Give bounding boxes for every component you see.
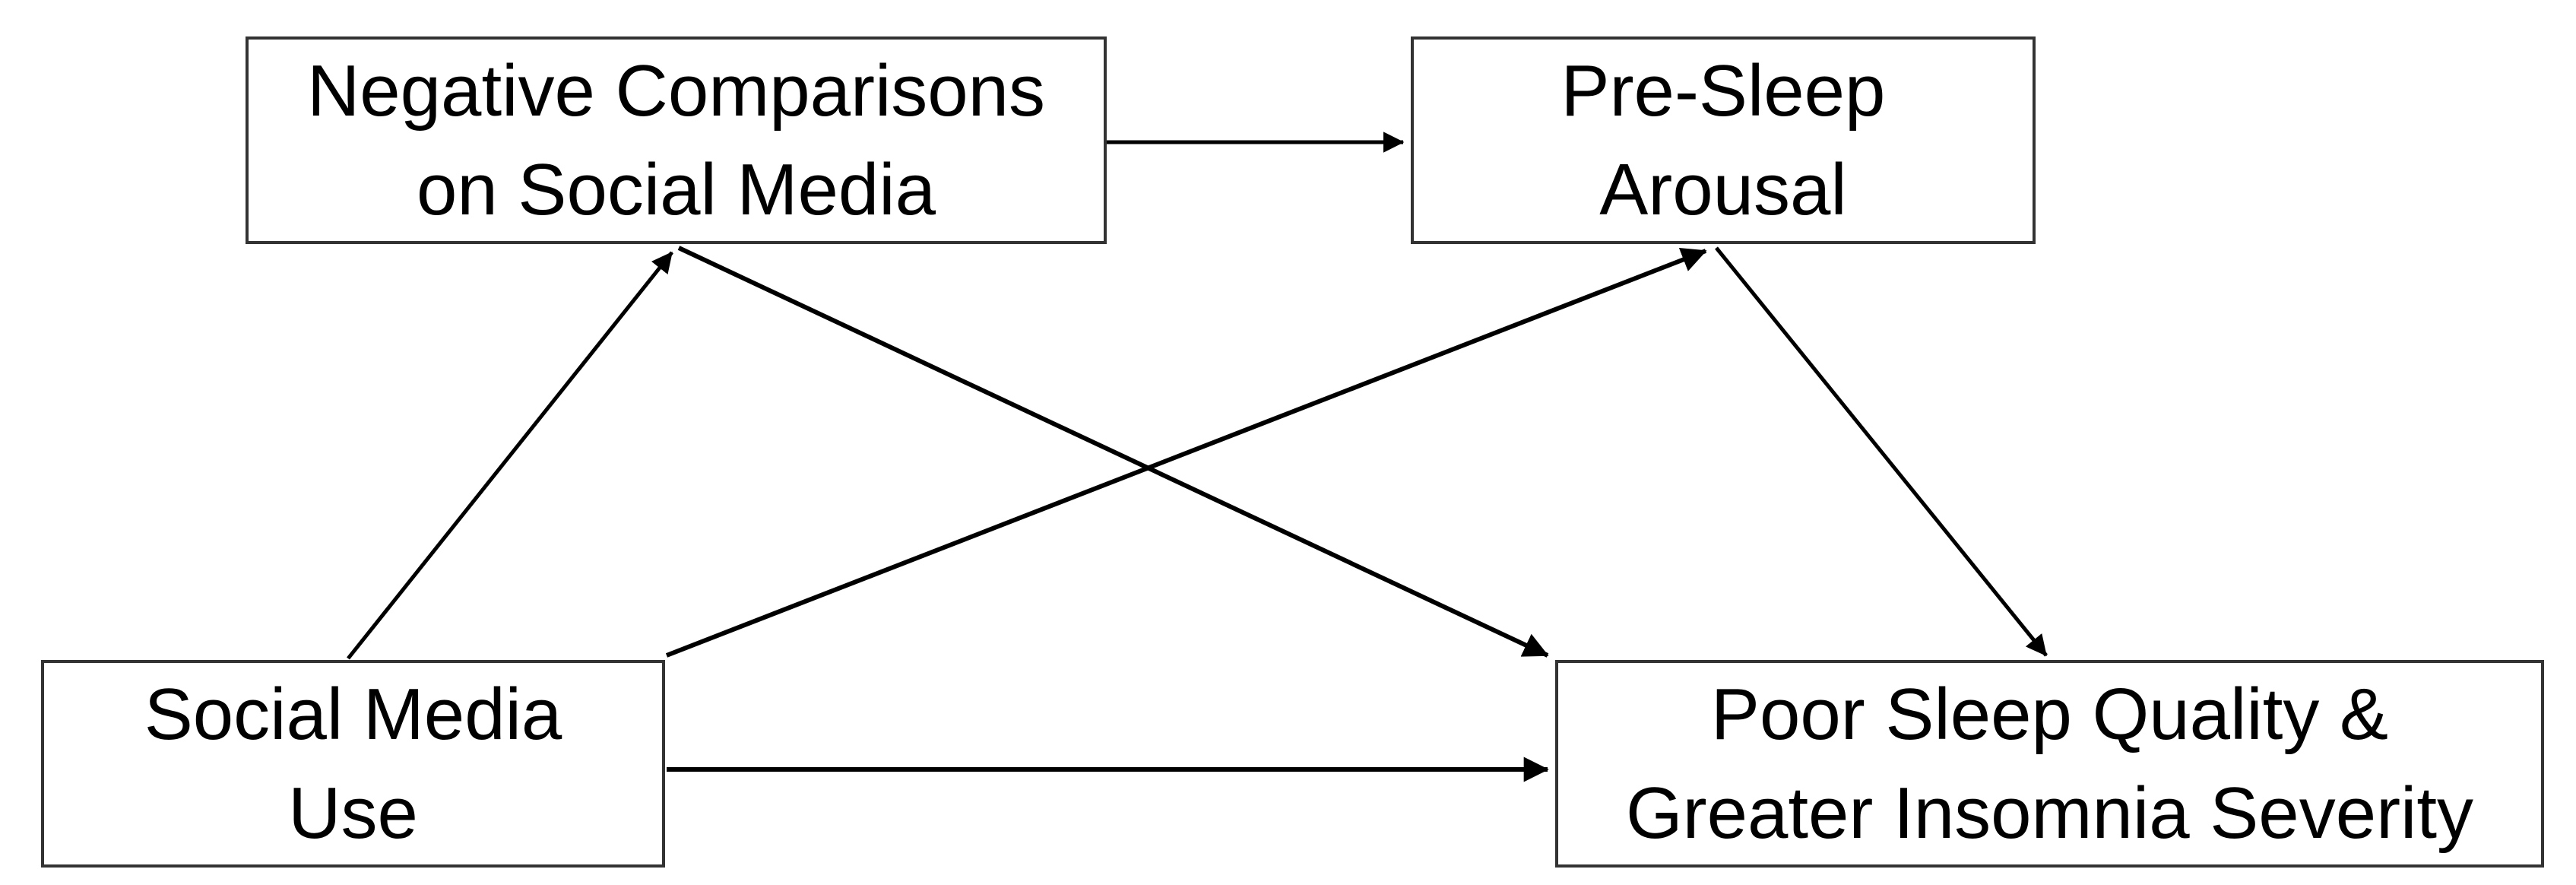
arrow-smu-to-psa (665, 247, 1707, 658)
node-poor-sleep: Poor Sleep Quality & Greater Insomnia Se… (1555, 660, 2544, 868)
node-social-media-use: Social Media Use (41, 660, 665, 868)
node-social-media-use-label: Social Media Use (144, 673, 562, 854)
node-pre-sleep-arousal: Pre-Sleep Arousal (1411, 36, 2036, 244)
arrow-psa-to-poor (1715, 246, 2048, 657)
node-negative-comparisons-label: Negative Comparisons on Social Media (306, 49, 1046, 230)
node-poor-sleep-label: Poor Sleep Quality & Greater Insomnia Se… (1625, 673, 2474, 854)
arrow-smu-to-nc (347, 251, 673, 660)
arrow-nc-to-poor (677, 246, 1549, 658)
node-negative-comparisons: Negative Comparisons on Social Media (246, 36, 1107, 244)
node-pre-sleep-arousal-label: Pre-Sleep Arousal (1560, 49, 1886, 230)
